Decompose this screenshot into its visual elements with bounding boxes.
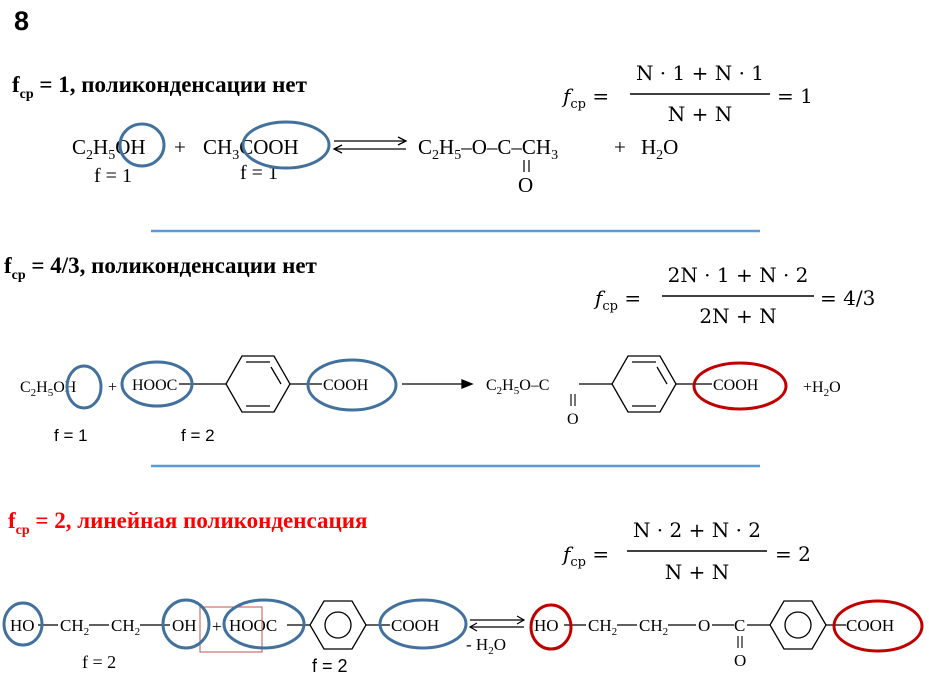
product-cooh-oval-2 <box>692 361 788 411</box>
section2-numerator: 2N · 1 + N · 2 <box>668 263 809 287</box>
svg-text:COOH: COOH <box>323 377 369 394</box>
section1-denominator: N + N <box>668 102 732 126</box>
carbonyl-oxygen-1: O <box>518 173 533 197</box>
svg-text:fср =: fср = <box>593 286 641 314</box>
section3-heading: fср = 2, линейная поликонденсация <box>8 508 367 538</box>
benzene-ring-1 <box>225 355 291 413</box>
svg-text:+: + <box>108 379 117 396</box>
svg-text:HO: HO <box>534 616 559 635</box>
section3-result: = 2 <box>775 542 811 566</box>
product-ho-oval-3 <box>529 603 573 651</box>
section1-label-f-ethanol: f = 1 <box>94 165 132 187</box>
section2-label-f-ethanol: f = 1 <box>54 426 88 445</box>
section2-result: = 4/3 <box>820 286 875 310</box>
section2-label-f-acid: f = 2 <box>181 426 215 445</box>
section1-formula: fср = N · 1 + N · 1 N + N = 1 <box>561 61 813 126</box>
benzene-ring-4 <box>769 600 827 650</box>
svg-text:O: O <box>698 616 710 635</box>
hooc-group-oval-2 <box>120 360 194 408</box>
svg-text:HO: HO <box>10 616 35 635</box>
svg-text:+: + <box>614 135 626 159</box>
hooc-group-oval-3 <box>222 598 306 650</box>
slide-number: 8 <box>14 6 29 36</box>
oh-group-oval-2 <box>65 364 103 410</box>
section2-heading: fср = 4/3, поликонденсации нет <box>4 253 318 283</box>
svg-text:fср =: fср = <box>561 542 609 570</box>
section1-numerator: N · 1 + N · 1 <box>636 61 764 85</box>
section3-denominator: N + N <box>665 560 729 584</box>
svg-text:HOOC: HOOC <box>229 616 277 635</box>
section3-formula: fср = N · 2 + N · 2 N + N = 2 <box>561 518 811 584</box>
svg-text:- H2O: - H2O <box>466 635 506 657</box>
svg-text:+: + <box>212 617 222 636</box>
product-cooh-oval-3 <box>832 599 924 653</box>
carbonyl-oxygen-3: O <box>734 651 746 670</box>
svg-text:HOOC: HOOC <box>132 377 177 394</box>
svg-text:COOH: COOH <box>713 377 759 394</box>
benzene-ring-2 <box>611 355 677 413</box>
section2-reaction: C2H5OH + HOOC COOH C2H5O–C O COOH +H2O <box>20 355 841 428</box>
section1-label-f-acetic: f = 1 <box>240 162 278 184</box>
ho-group-oval-3 <box>2 601 44 647</box>
svg-text:COOH: COOH <box>846 616 894 635</box>
section3-reaction: HO CH2 CH2 OH + HOOC COOH - H2O HO CH2 C… <box>10 600 894 670</box>
cooh-group-oval-3 <box>378 598 468 650</box>
svg-text:+: + <box>174 135 186 159</box>
equilibrium-arrow-3 <box>468 615 526 632</box>
svg-text:CH2: CH2 <box>111 616 140 638</box>
svg-text:COOH: COOH <box>391 616 439 635</box>
svg-text:C2H5OH: C2H5OH <box>20 379 77 399</box>
svg-text:fср =: fср = <box>561 84 609 112</box>
section1-result: = 1 <box>777 84 813 108</box>
cooh-group-oval <box>241 120 331 170</box>
svg-text:C2H5–O–C–CH3: C2H5–O–C–CH3 <box>418 135 558 163</box>
oh-group-oval-3 <box>161 598 211 650</box>
oh-group-oval <box>118 122 166 168</box>
section3-label-f-glycol: f = 2 <box>82 652 116 672</box>
carbonyl-oxygen-2: O <box>567 411 579 428</box>
svg-text:H2O: H2O <box>641 135 678 163</box>
svg-text:C2H5O–C: C2H5O–C <box>486 377 549 397</box>
equilibrium-arrow-1 <box>332 136 408 154</box>
svg-text:CH2: CH2 <box>60 616 89 638</box>
section3-label-f-acid: f = 2 <box>312 656 348 676</box>
svg-text:C2H5OH: C2H5OH <box>72 135 146 163</box>
svg-text:+H2O: +H2O <box>803 379 841 399</box>
section3-numerator: N · 2 + N · 2 <box>633 518 761 542</box>
section2-denominator: 2N + N <box>699 304 776 328</box>
benzene-ring-3 <box>309 600 367 650</box>
section2-formula: fср = 2N · 1 + N · 2 2N + N = 4/3 <box>593 263 875 328</box>
svg-text:C: C <box>734 616 745 635</box>
condensation-highlight-box <box>199 606 263 653</box>
section1-heading: fср = 1, поликонденсации нет <box>12 72 308 102</box>
svg-text:OH: OH <box>172 616 197 635</box>
cooh-group-oval-2 <box>306 358 398 412</box>
svg-text:CH2: CH2 <box>588 616 617 638</box>
reaction-arrow-2 <box>402 379 474 389</box>
svg-text:CH2: CH2 <box>639 616 668 638</box>
